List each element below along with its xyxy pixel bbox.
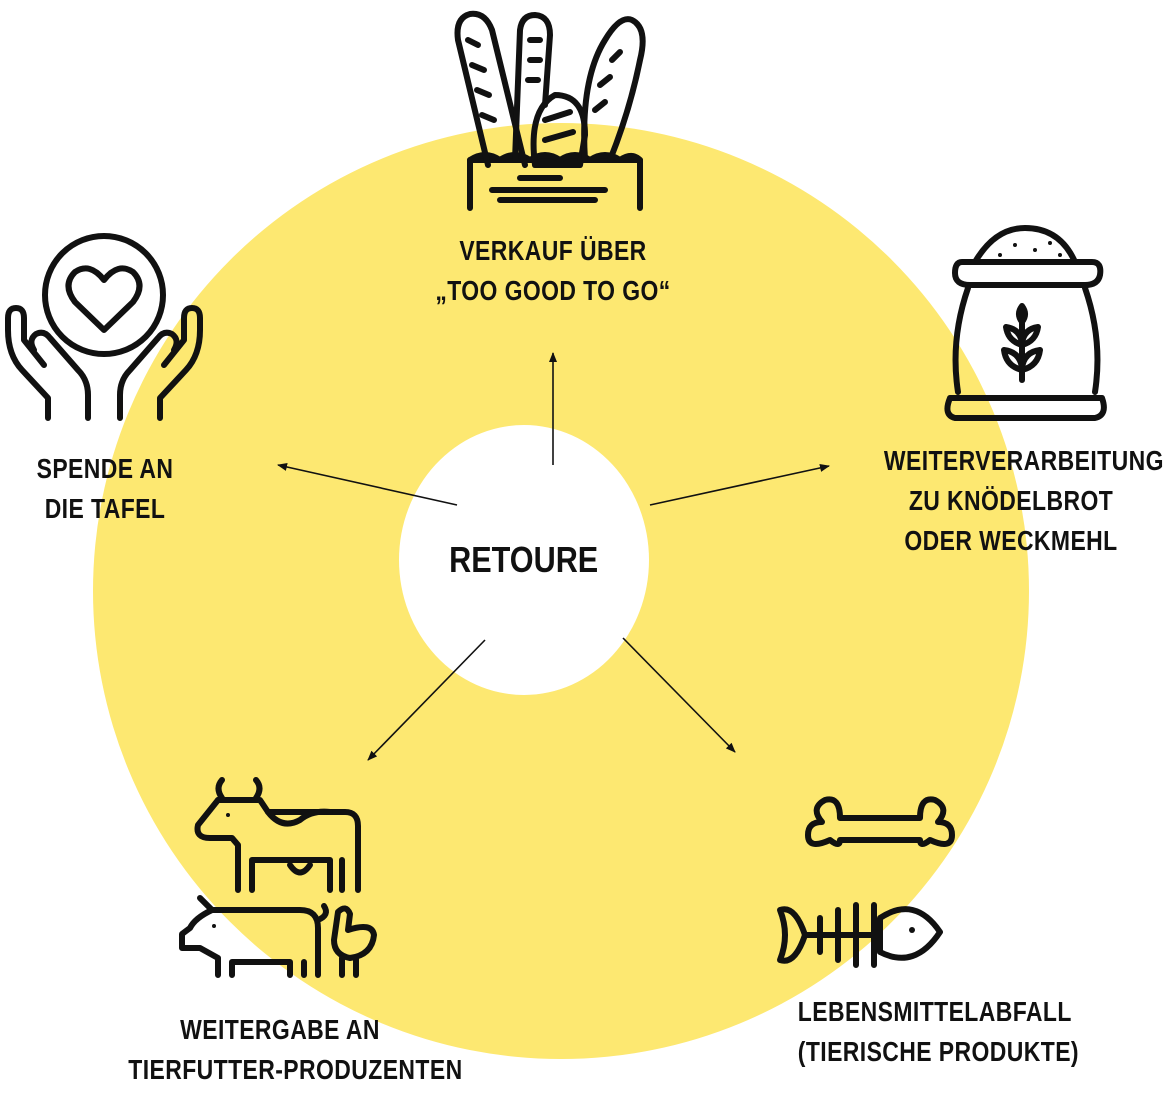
label-donation-line-1: SPENDE AN [36, 453, 174, 484]
label-processing-line-2: ZU KNÖDELBROT [908, 485, 1114, 516]
label-sale: VERKAUF ÜBER „TOO GOOD TO GO“ [430, 231, 676, 311]
label-sale-line-1: VERKAUF ÜBER [459, 235, 647, 266]
label-processing-line-1: WEITERVERARBEITUNG [883, 445, 1164, 476]
label-donation-line-2: DIE TAFEL [44, 493, 166, 524]
label-waste: LEBENSMITTELABFALL (TIERISCHE PRODUKTE) [797, 992, 1079, 1072]
arrow-to-donation [277, 463, 458, 506]
heart-hands-icon [5, 233, 203, 421]
bone-fish-icon [777, 796, 955, 968]
arrow-to-waste [622, 637, 736, 753]
farm-animals-icon [179, 777, 377, 978]
label-sale-line-2: „TOO GOOD TO GO“ [435, 275, 671, 306]
label-animal-feed-line-2: TIERFUTTER-PRODUZENTEN [128, 1054, 463, 1085]
arrow-to-animal-feed [367, 639, 486, 761]
yellow-ring [93, 123, 1029, 1059]
label-processing: WEITERVERARBEITUNG ZU KNÖDELBROT ODER WE… [883, 441, 1164, 561]
label-animal-feed-line-1: WEITERGABE AN [180, 1014, 380, 1045]
label-waste-line-1: LEBENSMITTELABFALL [797, 996, 1072, 1027]
arrow-to-processing [649, 464, 830, 506]
label-donation: SPENDE AN DIE TAFEL [23, 449, 187, 529]
label-processing-line-3: ODER WECKMEHL [904, 525, 1118, 556]
bread-bag-icon [454, 10, 646, 211]
center-retoure: RETOURE [399, 425, 649, 695]
flour-sack-icon [944, 225, 1107, 421]
center-label: RETOURE [449, 539, 599, 580]
label-waste-line-2: (TIERISCHE PRODUKTE) [797, 1036, 1079, 1067]
label-animal-feed: WEITERGABE AN TIERFUTTER-PRODUZENTEN [128, 1010, 463, 1090]
